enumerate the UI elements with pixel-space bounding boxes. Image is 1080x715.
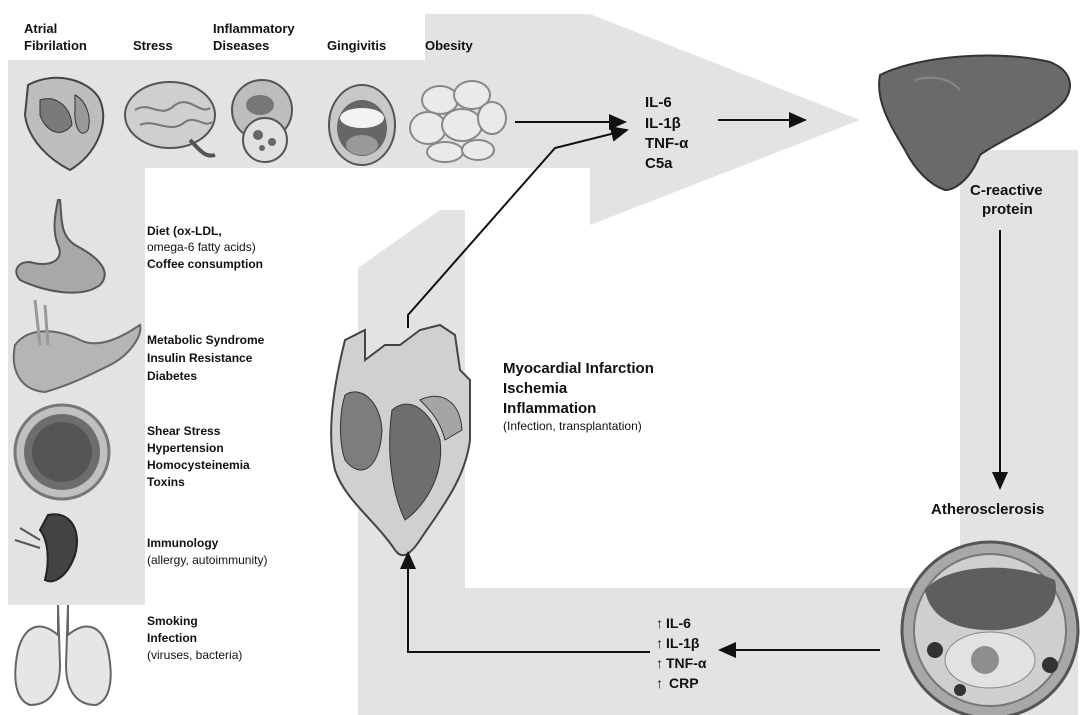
cytokine-tnfa: TNF-α	[645, 135, 689, 152]
top-labels: Atrial Fibrilation Stress Inflammatory D…	[24, 21, 473, 53]
cytokine-bottom-crp: CRP	[669, 675, 699, 691]
label-crp-1: C-reactive	[970, 182, 1043, 199]
cytokine-il1b: IL-1β	[645, 115, 681, 132]
mi-line-3: Inflammation	[503, 400, 596, 417]
label-atherosclerosis: Atherosclerosis	[931, 501, 1044, 518]
shear-line-4: Toxins	[147, 475, 185, 489]
atherosclerotic-artery-icon	[902, 542, 1078, 715]
label-atrial-1: Atrial	[24, 21, 57, 36]
smoking-line-2: Infection	[147, 631, 197, 645]
cytokine-bottom-il6: IL-6	[666, 615, 691, 631]
label-atrial-2: Fibrilation	[24, 38, 87, 53]
smoking-line-3: (viruses, bacteria)	[147, 648, 242, 662]
lungs-icon	[15, 605, 110, 705]
diet-line-1: Diet (ox-LDL,	[147, 224, 222, 238]
up-arrow-2: ↑	[656, 635, 663, 651]
label-stress: Stress	[133, 38, 173, 53]
mi-line-4: (Infection, transplantation)	[503, 419, 642, 433]
metabolic-line-3: Diabetes	[147, 369, 197, 383]
shear-line-2: Hypertension	[147, 441, 224, 455]
left-factor-labels: Diet (ox-LDL, omega-6 fatty acids) Coffe…	[147, 224, 267, 662]
cytokine-bottom-tnfa: TNF-α	[666, 655, 707, 671]
diet-line-2: omega-6 fatty acids)	[147, 240, 256, 254]
cytokine-c5a: C5a	[645, 155, 673, 172]
up-arrow-3: ↑	[656, 655, 663, 671]
artery-cross-section-icon	[15, 405, 109, 499]
arrows	[408, 120, 1000, 652]
cytokine-bottom-il1b: IL-1β	[666, 635, 700, 651]
mi-line-1: Myocardial Infarction	[503, 360, 654, 377]
diet-line-3: Coffee consumption	[147, 257, 263, 271]
mouth-gingivitis-icon	[329, 85, 395, 165]
shear-line-1: Shear Stress	[147, 424, 221, 438]
cytokine-il6: IL-6	[645, 94, 672, 111]
label-obesity: Obesity	[425, 38, 473, 53]
label-inflammatory-1: Inflammatory	[213, 21, 295, 36]
immunology-line-2: (allergy, autoimmunity)	[147, 553, 267, 567]
up-arrow-4: ↑	[656, 675, 663, 691]
smoking-line-1: Smoking	[147, 614, 198, 628]
immunology-line-1: Immunology	[147, 536, 219, 550]
up-arrow-1: ↑	[656, 615, 663, 631]
metabolic-line-1: Metabolic Syndrome	[147, 333, 265, 347]
mi-line-2: Ischemia	[503, 380, 568, 397]
metabolic-line-2: Insulin Resistance	[147, 351, 253, 365]
label-crp-2: protein	[982, 201, 1033, 218]
mi-label: Myocardial Infarction Ischemia Inflammat…	[503, 360, 654, 433]
shear-line-3: Homocysteinemia	[147, 458, 250, 472]
label-gingivitis: Gingivitis	[327, 38, 386, 53]
label-inflammatory-2: Diseases	[213, 38, 269, 53]
